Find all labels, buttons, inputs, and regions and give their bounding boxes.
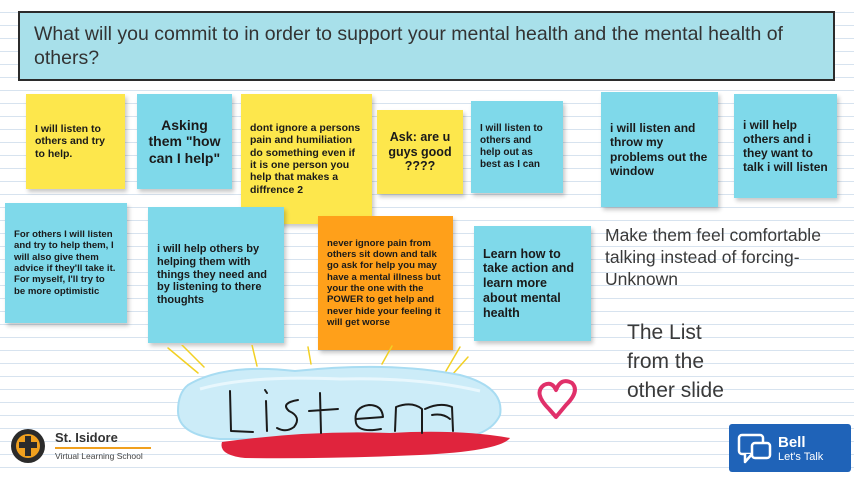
sticky-note-learn-action[interactable]: Learn how to take action and learn more … [474, 226, 591, 341]
sticky-note-text: dont ignore a persons pain and humiliati… [250, 121, 361, 196]
sticky-note-text: i will listen and throw my problems out … [610, 121, 708, 178]
school-logo: St. Isidore Virtual Learning School [8, 425, 158, 469]
listen-drawing [167, 345, 577, 459]
sticky-note-text: Ask: are u guys good ???? [388, 129, 452, 174]
bell-subtitle: Let's Talk [778, 451, 824, 463]
sticky-note-text: I will listen to others and help out as … [480, 123, 543, 170]
list-note-text: The List from the other slide [627, 321, 724, 402]
sticky-note-optimistic[interactable]: For others I will listen and try to help… [5, 203, 127, 323]
sticky-note-dont-ignore[interactable]: dont ignore a persons pain and humiliati… [241, 94, 372, 224]
bell-name: Bell [778, 434, 806, 451]
sticky-note-text: i will help others and i they want to ta… [743, 117, 828, 175]
sticky-note-ask-are-u-good[interactable]: Ask: are u guys good ???? [377, 110, 463, 194]
sticky-note-help-out-best[interactable]: I will listen to others and help out as … [471, 101, 563, 193]
sticky-note-text: For others I will listen and try to help… [14, 229, 116, 297]
school-divider [55, 447, 151, 449]
sticky-note-throw-problems[interactable]: i will listen and throw my problems out … [601, 92, 718, 207]
sticky-note-never-ignore-pain[interactable]: never ignore pain from others sit down a… [318, 216, 453, 350]
speech-bubble-icon [737, 433, 772, 464]
bell-lets-talk-logo: Bell Let's Talk [729, 424, 851, 472]
sticky-note-text: Asking them "how can I help" [148, 116, 221, 166]
sticky-note-help-with-things[interactable]: i will help others by helping them with … [148, 207, 284, 343]
question-title: What will you commit to in order to supp… [18, 11, 835, 81]
sticky-note-asking-them[interactable]: Asking them "how can I help" [137, 94, 232, 189]
sticky-note-text: i will help others by helping them with … [157, 242, 268, 307]
shield-icon [11, 429, 45, 463]
sticky-note-text: Learn how to take action and learn more … [483, 246, 574, 320]
sticky-note-text: never ignore pain from others sit down a… [327, 237, 441, 328]
sticky-note-listen-help[interactable]: I will listen to others and try to help. [26, 94, 125, 189]
school-name: St. Isidore [55, 430, 118, 445]
school-subtitle: Virtual Learning School [55, 451, 143, 461]
sticky-note-text: I will listen to others and try to help. [35, 122, 106, 160]
quote-text: Make them feel comfortable talking inste… [605, 225, 821, 289]
sticky-note-help-others-listen[interactable]: i will help others and i they want to ta… [734, 94, 837, 198]
